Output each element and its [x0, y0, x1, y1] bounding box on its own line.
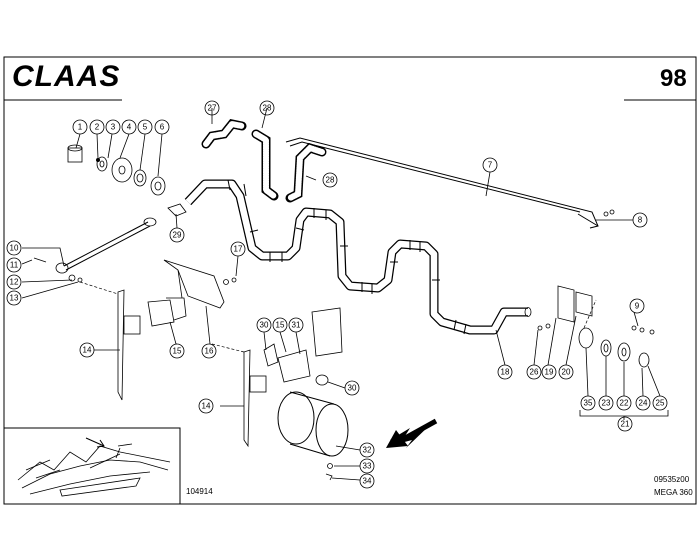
- callout-10[interactable]: 10: [6, 240, 22, 256]
- svg-text:13: 13: [10, 294, 19, 303]
- svg-text:3: 3: [111, 123, 116, 132]
- callout-30-right[interactable]: 30: [344, 380, 360, 396]
- direction-arrow-shaft: [396, 418, 438, 445]
- callout-9[interactable]: 9: [629, 298, 645, 314]
- callout-31[interactable]: 31: [288, 317, 304, 333]
- callout-7[interactable]: 7: [482, 157, 498, 173]
- callout-24[interactable]: 24: [635, 395, 651, 411]
- callout-4[interactable]: 4: [121, 119, 137, 135]
- diagram-code: 09535z00: [654, 475, 690, 484]
- small-parts-group: [67, 144, 187, 217]
- callout-14-center[interactable]: 14: [198, 398, 214, 414]
- page-number: 98: [660, 65, 687, 92]
- svg-text:27: 27: [208, 104, 217, 113]
- callout-22[interactable]: 22: [616, 395, 632, 411]
- svg-text:2: 2: [95, 123, 100, 132]
- svg-text:1: 1: [78, 123, 83, 132]
- callout-19[interactable]: 19: [541, 364, 557, 380]
- svg-text:14: 14: [83, 346, 92, 355]
- callout-3[interactable]: 3: [105, 119, 121, 135]
- leader-lines: [21, 107, 661, 481]
- callout-20[interactable]: 20: [558, 364, 574, 380]
- callout-21[interactable]: 21: [617, 416, 633, 432]
- svg-text:5: 5: [143, 123, 148, 132]
- svg-text:15: 15: [173, 347, 182, 356]
- svg-text:33: 33: [363, 462, 372, 471]
- svg-text:17: 17: [234, 245, 243, 254]
- sheet-frame: [3, 56, 697, 505]
- svg-text:4: 4: [127, 123, 132, 132]
- callout-18[interactable]: 18: [497, 364, 513, 380]
- callout-12[interactable]: 12: [6, 274, 22, 290]
- svg-text:16: 16: [205, 347, 214, 356]
- svg-text:8: 8: [638, 216, 643, 225]
- callout-28-right[interactable]: 28: [322, 172, 338, 188]
- svg-text:25: 25: [656, 399, 665, 408]
- machine-overview-inset: [3, 427, 181, 505]
- callout-5[interactable]: 5: [137, 119, 153, 135]
- alignment-lines: [79, 281, 597, 353]
- drawing-code: 104914: [186, 487, 213, 496]
- flexible-hoses: [201, 119, 327, 203]
- svg-text:28: 28: [326, 176, 335, 185]
- brand-logo: CLAAS: [12, 60, 120, 93]
- callout-26[interactable]: 26: [526, 364, 542, 380]
- support-brackets: [117, 259, 593, 448]
- direction-arrow-head: [386, 430, 408, 448]
- callout-13[interactable]: 13: [6, 290, 22, 306]
- callout-1[interactable]: 1: [72, 119, 88, 135]
- callout-33[interactable]: 33: [359, 458, 375, 474]
- svg-text:20: 20: [562, 368, 571, 377]
- svg-text:12: 12: [10, 278, 19, 287]
- svg-text:29: 29: [173, 231, 182, 240]
- callout-35[interactable]: 35: [580, 395, 596, 411]
- cylindrical-guard: [277, 391, 349, 481]
- callout-15-center[interactable]: 15: [272, 317, 288, 333]
- svg-text:35: 35: [584, 399, 593, 408]
- callout-34[interactable]: 34: [359, 473, 375, 489]
- shaped-pipe: [184, 179, 532, 335]
- callout-2[interactable]: 2: [89, 119, 105, 135]
- callout-6[interactable]: 6: [154, 119, 170, 135]
- svg-text:26: 26: [530, 368, 539, 377]
- svg-text:11: 11: [10, 261, 19, 270]
- svg-text:9: 9: [635, 302, 640, 311]
- svg-text:30: 30: [348, 384, 357, 393]
- callout-14-left[interactable]: 14: [79, 342, 95, 358]
- svg-text:24: 24: [639, 399, 648, 408]
- svg-text:28: 28: [263, 104, 272, 113]
- svg-text:34: 34: [363, 477, 372, 486]
- callout-29[interactable]: 29: [169, 227, 185, 243]
- callout-32[interactable]: 32: [359, 442, 375, 458]
- svg-text:30: 30: [260, 321, 269, 330]
- callout-11[interactable]: 11: [6, 257, 22, 273]
- callout-8[interactable]: 8: [632, 212, 648, 228]
- callout-16[interactable]: 16: [201, 343, 217, 359]
- svg-text:32: 32: [363, 446, 372, 455]
- svg-text:23: 23: [602, 399, 611, 408]
- svg-text:31: 31: [292, 321, 301, 330]
- svg-text:10: 10: [10, 244, 19, 253]
- svg-text:18: 18: [501, 368, 510, 377]
- callout-25[interactable]: 25: [652, 395, 668, 411]
- callout-30-top[interactable]: 30: [256, 317, 272, 333]
- callout-28-top[interactable]: 28: [259, 100, 275, 116]
- model-name: MEGA 360: [654, 488, 693, 497]
- svg-text:14: 14: [202, 402, 211, 411]
- svg-text:19: 19: [545, 368, 554, 377]
- svg-text:22: 22: [620, 399, 629, 408]
- callout-23[interactable]: 23: [598, 395, 614, 411]
- callout-15-left[interactable]: 15: [169, 343, 185, 359]
- svg-text:21: 21: [621, 420, 630, 429]
- connecting-link: [33, 217, 157, 283]
- callout-27[interactable]: 27: [204, 100, 220, 116]
- svg-text:7: 7: [488, 161, 493, 170]
- svg-text:15: 15: [276, 321, 285, 330]
- svg-text:6: 6: [160, 123, 165, 132]
- callout-17[interactable]: 17: [230, 241, 246, 257]
